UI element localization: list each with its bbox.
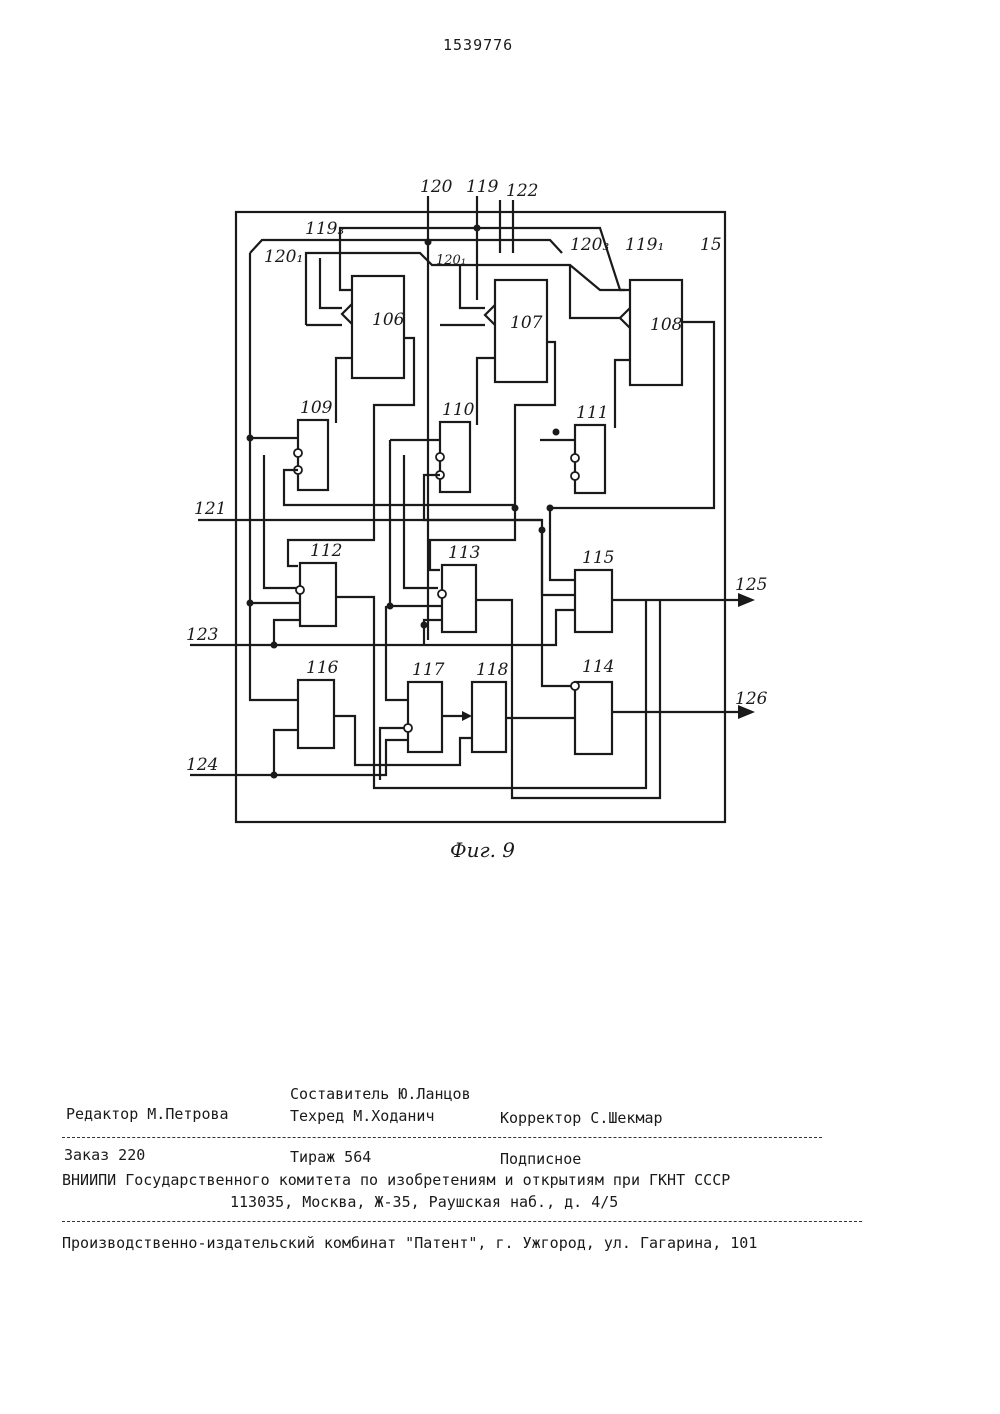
inverter-111 [571, 454, 579, 462]
label-signal-126: 126 [735, 689, 768, 709]
block-109 [298, 420, 328, 490]
input-121-line [198, 520, 575, 595]
subscription-line: Подписное [500, 1150, 581, 1168]
inverter-117 [404, 724, 412, 732]
wire-107-out [430, 342, 555, 570]
wire-113-out [476, 600, 660, 798]
label-signal-123: 123 [186, 625, 218, 645]
techred-line: Техред М.Ходанич [290, 1107, 435, 1125]
wire-112-in [264, 455, 296, 588]
label-block-114: 114 [582, 657, 614, 677]
label-signal-122: 122 [506, 181, 538, 201]
divider-1 [62, 1137, 822, 1138]
wire-110-fb [424, 475, 542, 520]
inverter-112 [296, 586, 304, 594]
order-line: Заказ 220 [64, 1146, 145, 1164]
junction-dot [421, 622, 428, 629]
inverter-111b [571, 472, 579, 480]
label-signal-119-3: 119₃ [305, 219, 344, 239]
figure-caption: Фиг. 9 [450, 838, 515, 862]
label-block-107: 107 [510, 313, 543, 333]
wire-123-up [274, 620, 300, 645]
label-block-106: 106 [372, 310, 405, 330]
printer-line: Производственно-издательский комбинат "П… [62, 1234, 757, 1252]
junction-dot [247, 600, 254, 607]
label-block-112: 112 [310, 541, 342, 561]
label-frame-15: 15 [700, 235, 722, 255]
wire-117-in [386, 606, 408, 700]
label-block-110: 110 [442, 400, 475, 420]
wire-106-in [320, 258, 342, 308]
wire-106-fb [336, 358, 352, 423]
junction-dot [553, 429, 560, 436]
arrow-125 [738, 593, 755, 607]
junction-dot [387, 603, 394, 610]
junction-dot [474, 225, 481, 232]
junction-dot [425, 239, 432, 246]
address-line: 113035, Москва, Ж-35, Раушская наб., д. … [230, 1193, 618, 1211]
label-signal-120-3: 120₃ [570, 235, 609, 255]
wire-108-in [570, 265, 620, 318]
label-signal-120-1: 120₁ [264, 247, 303, 267]
divider-2 [62, 1221, 862, 1222]
junction-dot [271, 642, 278, 649]
circulation-line: Тираж 564 [290, 1148, 371, 1166]
block-116 [298, 680, 334, 748]
circuit-diagram: 106 107 108 109 110 111 112 113 115 116 … [0, 0, 1000, 880]
label-block-113: 113 [448, 543, 480, 563]
inverter-113 [438, 590, 446, 598]
label-signal-121: 121 [194, 499, 226, 519]
label-block-108: 108 [650, 315, 683, 335]
wire-109-fb [284, 470, 515, 505]
label-signal-120: 120 [420, 177, 453, 197]
wire-108-fb [615, 360, 630, 428]
compiler-line: Составитель Ю.Ланцов [290, 1085, 471, 1103]
block-117 [408, 682, 442, 752]
frame-outline [236, 212, 725, 822]
label-signal-119: 119 [466, 177, 499, 197]
organization-line: ВНИИПИ Государственного комитета по изоб… [62, 1171, 730, 1189]
wire-114-in [542, 530, 571, 686]
block-118 [472, 682, 506, 752]
junction-dot [547, 505, 554, 512]
arrow-117-118 [462, 711, 472, 721]
label-signal-125: 125 [735, 575, 767, 595]
wire-116-in [274, 730, 298, 775]
label-block-117: 117 [412, 660, 445, 680]
block-114 [575, 682, 612, 754]
clock-108 [620, 308, 630, 328]
wire-113-in2 [390, 440, 442, 606]
label-signal-119-1: 119₁ [625, 235, 664, 255]
input-123-line [190, 610, 575, 645]
editor-line: Редактор М.Петрова [66, 1105, 229, 1123]
label-block-116: 116 [306, 658, 339, 678]
label-block-111: 111 [576, 403, 608, 423]
inverter-114 [571, 682, 579, 690]
junction-dot [271, 772, 278, 779]
label-block-115: 115 [582, 548, 614, 568]
wire-107-fb [477, 358, 495, 425]
wire-117-in2 [380, 728, 404, 780]
label-signal-124: 124 [186, 755, 218, 775]
label-block-109: 109 [300, 398, 333, 418]
block-113 [442, 565, 476, 632]
junction-dot [247, 435, 254, 442]
block-112 [300, 563, 336, 626]
label-signal-120-1b: 120₁ [436, 253, 466, 268]
block-115 [575, 570, 612, 632]
wire-107-in [460, 265, 485, 308]
inverter-109 [294, 449, 302, 457]
inverter-110 [436, 453, 444, 461]
corrector-line: Корректор С.Шекмар [500, 1109, 663, 1127]
label-block-118: 118 [476, 660, 509, 680]
clock-107 [485, 305, 495, 325]
wire-112-out [336, 597, 646, 788]
junction-dot [512, 505, 519, 512]
clock-106 [342, 304, 352, 324]
